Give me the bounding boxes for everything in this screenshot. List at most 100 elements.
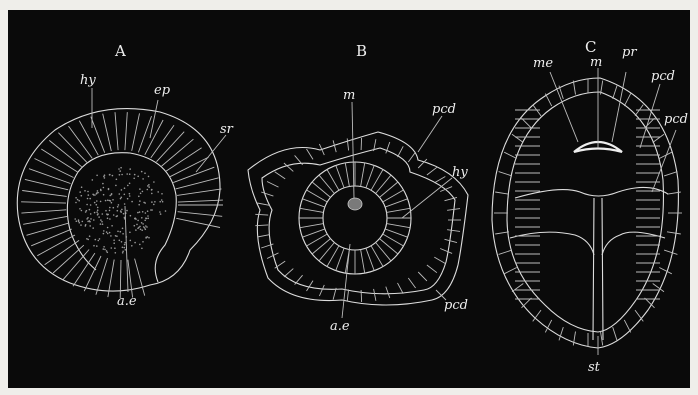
yolk-granule bbox=[153, 181, 155, 183]
yolk-granule bbox=[141, 248, 143, 250]
embryo-c-transverse-fold bbox=[515, 187, 668, 198]
cell-wall bbox=[366, 248, 374, 271]
yolk-granule bbox=[161, 199, 163, 201]
cell-wall bbox=[166, 148, 202, 171]
cell-wall bbox=[302, 229, 325, 237]
yolk-granule bbox=[103, 230, 105, 232]
yolk-granule bbox=[148, 176, 150, 178]
yolk-granule bbox=[129, 168, 131, 170]
yolk-granule bbox=[112, 175, 114, 177]
yolk-granule bbox=[119, 193, 121, 195]
yolk-granule bbox=[120, 167, 122, 169]
yolk-granule bbox=[118, 204, 120, 206]
embryo-a-outer-wall bbox=[17, 109, 220, 291]
yolk-granule bbox=[107, 199, 109, 201]
yolk-granule bbox=[90, 204, 92, 206]
yolk-granule bbox=[147, 215, 149, 217]
cell-wall bbox=[157, 132, 185, 162]
yolk-granule bbox=[92, 227, 94, 229]
cell-wall bbox=[45, 240, 80, 264]
yolk-granule bbox=[145, 237, 147, 239]
cell-wall bbox=[504, 268, 517, 274]
pcd-pointer-lower bbox=[652, 130, 676, 192]
yolk-granule bbox=[129, 195, 131, 197]
yolk-granule bbox=[141, 222, 143, 224]
yolk-granule bbox=[97, 214, 99, 216]
label-b-pcd-top: pcd bbox=[432, 102, 456, 117]
yolk-granule bbox=[120, 211, 122, 213]
panel-b bbox=[248, 102, 468, 318]
yolk-granule bbox=[109, 195, 111, 197]
cell-wall bbox=[319, 285, 324, 296]
yolk-granule bbox=[92, 194, 94, 196]
cell-wall bbox=[635, 310, 643, 321]
yolk-granule bbox=[161, 193, 163, 195]
cell-wall bbox=[284, 269, 293, 277]
yolk-granule bbox=[148, 237, 150, 239]
yolk-granule bbox=[89, 235, 91, 237]
yolk-granule bbox=[131, 245, 133, 247]
cell-wall bbox=[120, 260, 121, 298]
label-a-sr: sr bbox=[220, 122, 234, 137]
yolk-granule bbox=[103, 233, 105, 235]
cell-wall bbox=[145, 120, 163, 155]
yolk-granule bbox=[159, 211, 161, 213]
yolk-granule bbox=[147, 210, 149, 212]
yolk-granule bbox=[87, 198, 89, 200]
yolk-granule bbox=[94, 202, 96, 204]
yolk-granule bbox=[109, 218, 111, 220]
cell-wall bbox=[495, 192, 509, 194]
m-pointer-b bbox=[352, 102, 354, 198]
embryo-b-cell-layer bbox=[299, 162, 411, 274]
cell-wall bbox=[386, 287, 390, 298]
label-c-m: m bbox=[590, 55, 602, 70]
cell-wall bbox=[267, 182, 278, 188]
yolk-granule bbox=[90, 213, 92, 215]
yolk-granule bbox=[107, 218, 109, 220]
yolk-granule bbox=[86, 210, 88, 212]
yolk-granule bbox=[115, 235, 117, 237]
embryo-b-outer-wall bbox=[248, 132, 468, 305]
yolk-granule bbox=[139, 200, 141, 202]
cell-wall bbox=[361, 290, 362, 302]
embryo-b-inner-ring-inner bbox=[323, 186, 387, 250]
yolk-granule bbox=[143, 202, 145, 204]
yolk-granule bbox=[130, 240, 132, 242]
yolk-granule bbox=[160, 213, 162, 215]
yolk-granule bbox=[92, 179, 94, 181]
yolk-granule bbox=[78, 200, 80, 202]
yolk-granule bbox=[150, 209, 152, 211]
cell-wall bbox=[31, 229, 71, 246]
yolk-granule bbox=[122, 233, 124, 235]
yolk-granule bbox=[142, 211, 144, 213]
yolk-granule bbox=[105, 200, 107, 202]
yolk-granule bbox=[109, 210, 111, 212]
yolk-granule bbox=[96, 200, 98, 202]
cell-wall bbox=[333, 140, 336, 152]
yolk-granule bbox=[113, 242, 115, 244]
cell-wall bbox=[23, 216, 67, 224]
yolk-granule bbox=[97, 192, 99, 194]
cell-wall bbox=[69, 126, 93, 158]
cell-wall bbox=[53, 245, 84, 273]
pr-pointer bbox=[612, 72, 626, 142]
yolk-granule bbox=[139, 244, 141, 246]
yolk-granule bbox=[124, 194, 126, 196]
yolk-granule bbox=[159, 201, 161, 203]
label-c-pcd-lower: pcd bbox=[664, 112, 688, 127]
yolk-granule bbox=[130, 215, 132, 217]
cell-wall bbox=[125, 112, 127, 150]
yolk-granule bbox=[80, 224, 82, 226]
cell-wall bbox=[132, 113, 140, 150]
cell-wall bbox=[21, 202, 66, 203]
cell-wall bbox=[653, 134, 664, 142]
yolk-granule bbox=[116, 235, 118, 237]
yolk-granule bbox=[110, 235, 112, 237]
cell-wall bbox=[27, 223, 70, 235]
yolk-granule bbox=[86, 204, 88, 206]
cell-wall bbox=[408, 152, 415, 162]
yolk-granule bbox=[125, 249, 127, 251]
cell-wall bbox=[385, 199, 408, 207]
yolk-granule bbox=[140, 193, 142, 195]
